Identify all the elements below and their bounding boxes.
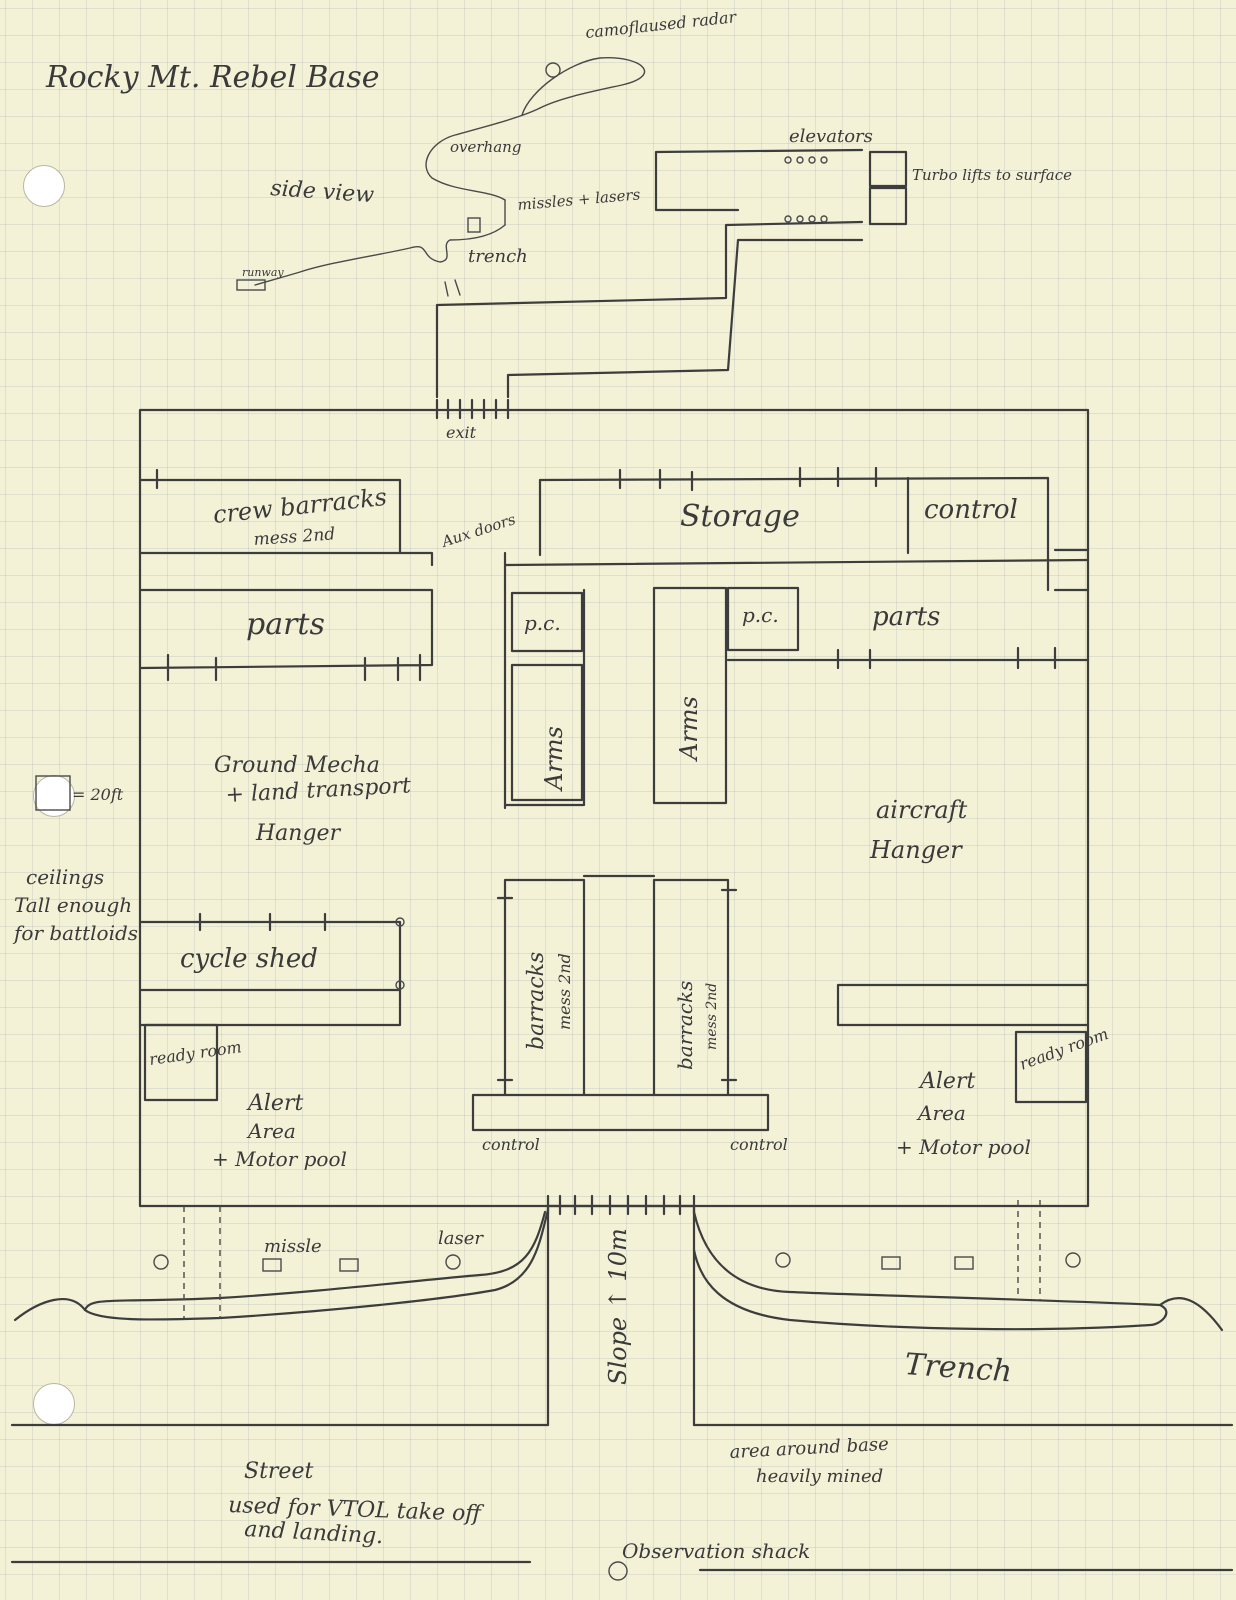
arms-left-label: Arms <box>540 726 568 792</box>
center-left-wall <box>503 564 586 810</box>
trench-left <box>83 1208 550 1321</box>
ground-line-right <box>1158 1297 1224 1332</box>
slope-label: Slope ↑ 10m <box>604 1228 632 1385</box>
trench-right <box>692 1210 1168 1331</box>
missle-label: missle <box>264 1236 322 1257</box>
runway-label: runway <box>242 266 284 279</box>
turbo-lift-1 <box>868 150 908 188</box>
barracks-right-sub: mess 2nd <box>704 983 720 1050</box>
arms-left-room <box>510 663 584 802</box>
pc-right-label: p.c. <box>742 603 779 627</box>
ceiling-box <box>35 775 71 811</box>
slope-walls <box>546 1204 696 1427</box>
arms-right-room <box>652 586 728 805</box>
side-trench-label: trench <box>468 246 528 267</box>
parts-right-wall <box>726 646 1090 670</box>
mined-line1: area around base <box>729 1434 889 1463</box>
exit-label: exit <box>446 423 477 442</box>
crew-barracks-label: crew barracks <box>212 483 388 529</box>
barracks-lower-right <box>652 878 738 1097</box>
barracks-lower-left <box>496 874 656 1097</box>
parts-left-label: parts <box>246 607 325 642</box>
aircraft-hangar-line1: aircraft <box>876 796 968 824</box>
control-top-label: control <box>924 495 1018 525</box>
alert-left-line1: Alert <box>246 1091 303 1116</box>
turbo-lifts-label: Turbo lifts to surface <box>912 166 1072 184</box>
ready-room-right <box>1014 1030 1088 1104</box>
ceiling-note-line2: Tall enough <box>14 893 132 917</box>
binder-hole-bottom <box>33 1383 75 1425</box>
ground-hangar-line3: Hanger <box>255 821 342 846</box>
map-title: Rocky Mt. Rebel Base <box>45 60 379 95</box>
ceiling-note-line1: ceilings <box>26 865 104 889</box>
crew-barracks-sub: mess 2nd <box>253 524 336 550</box>
alert-right-line1: Alert <box>918 1069 975 1094</box>
mined-line2: heavily mined <box>756 1466 883 1487</box>
binder-hole-top <box>23 165 65 207</box>
alert-right-line2: Area <box>916 1101 966 1125</box>
elevator-doors <box>784 156 828 223</box>
barracks-left-sub: mess 2nd <box>555 953 574 1030</box>
ceiling-note-line3: for battloids <box>12 921 138 945</box>
alert-left-line3: + Motor pool <box>212 1147 347 1171</box>
side-view-sketch <box>236 57 646 297</box>
overhang-label: overhang <box>450 138 521 156</box>
trench-label: Trench <box>903 1347 1013 1389</box>
barracks-right-label: barracks <box>673 981 697 1070</box>
crew-barracks-wall <box>138 468 434 567</box>
aircraft-hangar-line2: Hanger <box>869 836 963 864</box>
tunnel-dash-left <box>183 1206 221 1318</box>
storage-label: Storage <box>680 499 800 534</box>
aircraft-hangar-divider <box>836 983 1090 1027</box>
side-view-label: side view <box>270 176 375 208</box>
ground-line-left <box>13 1298 87 1322</box>
arms-right-label: Arms <box>675 696 703 762</box>
parts-right-label: parts <box>872 602 940 632</box>
main-gate <box>546 1194 696 1216</box>
street-line1: Street <box>244 1459 313 1484</box>
elevators-label: elevators <box>789 126 873 147</box>
cycle-shed <box>138 912 402 1027</box>
aux-doors-label: Aux doors <box>438 510 518 551</box>
weapons-label: missles + lasers <box>517 185 641 214</box>
pc-left-label: p.c. <box>524 611 561 635</box>
alert-right-line3: + Motor pool <box>896 1135 1031 1159</box>
laser-label: laser <box>438 1228 484 1249</box>
control-br-label: control <box>730 1135 788 1154</box>
alert-left-line2: Area <box>246 1119 296 1143</box>
street-edge-bottom <box>10 1560 1234 1572</box>
ready-room-left <box>143 1023 219 1102</box>
pc-left-room <box>510 591 584 653</box>
cycle-shed-label: cycle shed <box>180 944 318 974</box>
ground-hangar-line1: Ground Mecha <box>214 753 380 778</box>
turbo-lift-2 <box>868 186 908 226</box>
barracks-left-label: barracks <box>524 952 549 1050</box>
defense-emplacements <box>153 1252 1081 1272</box>
observation-shack <box>608 1561 628 1581</box>
tunnel-dash-right <box>1017 1200 1041 1300</box>
shack-label: Observation shack <box>622 1539 810 1563</box>
pc-right-room <box>726 586 800 652</box>
ground-hangar-line2: + land transport <box>225 773 412 808</box>
radar-label: camoflaused radar <box>584 7 738 42</box>
control-bl-label: control <box>482 1135 540 1154</box>
access-tunnel <box>435 220 864 399</box>
parts-left-room <box>138 588 434 682</box>
control-strip <box>471 1093 770 1132</box>
ready-room-left-label: ready room <box>148 1037 243 1069</box>
ceiling-height-label: = 20ft <box>72 785 124 804</box>
